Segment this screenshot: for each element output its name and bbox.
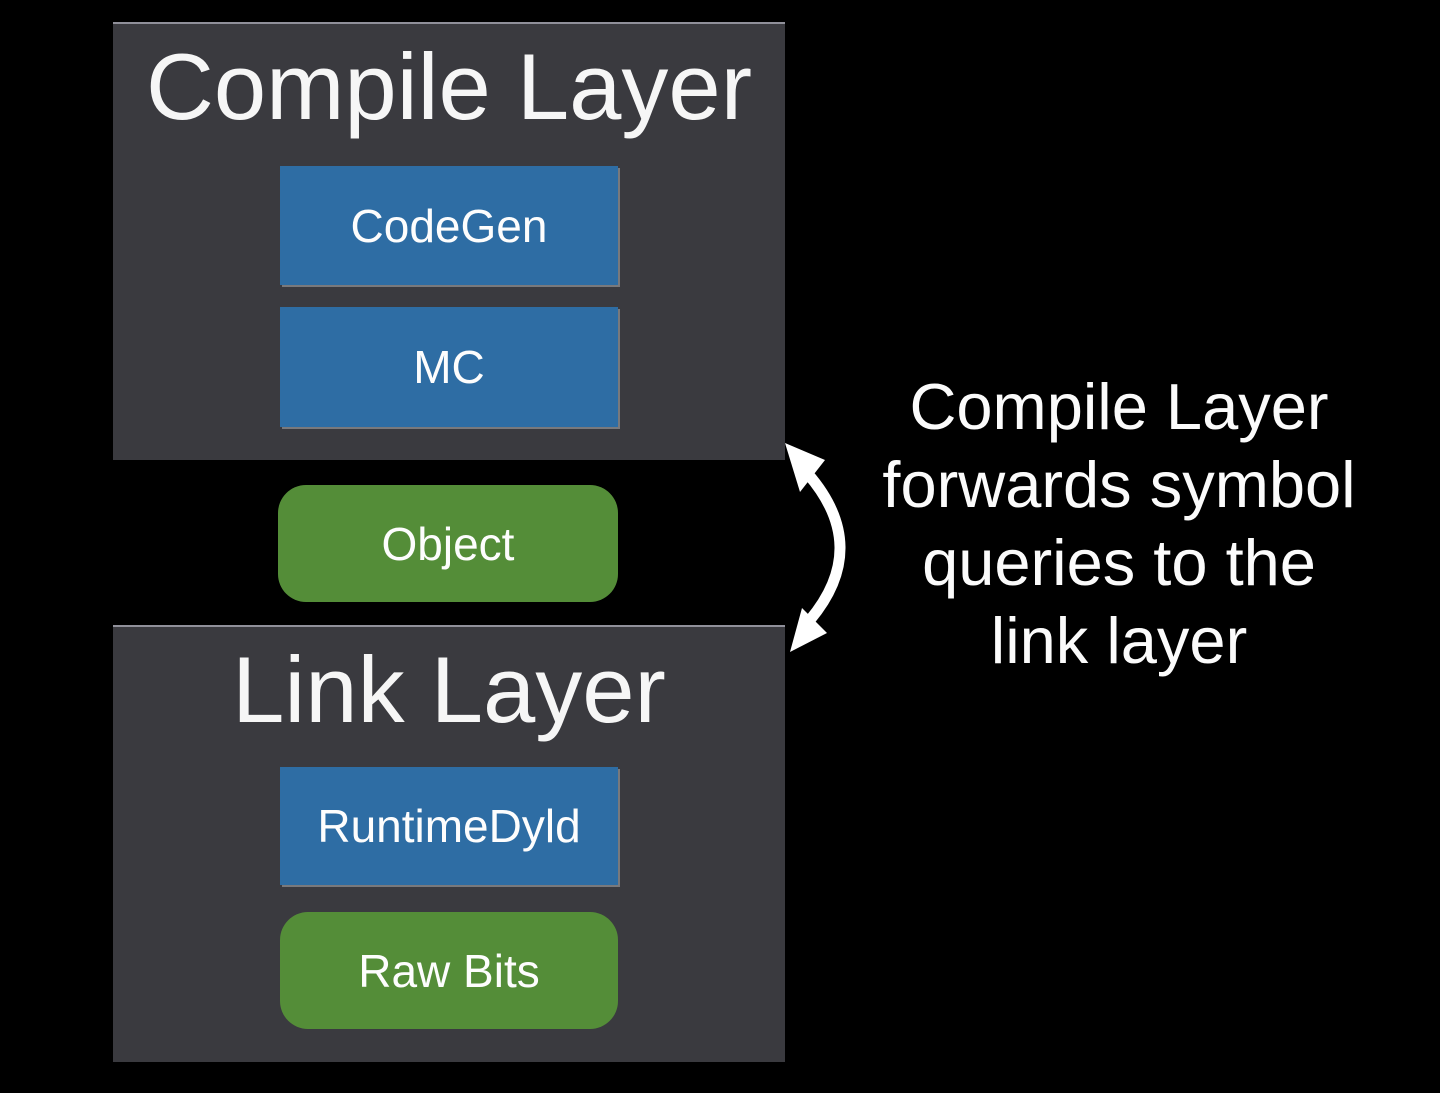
compile-layer-title: Compile Layer bbox=[145, 34, 753, 139]
annotation-line: queries to the bbox=[922, 526, 1316, 599]
annotation-text: Compile Layer forwards symbol queries to… bbox=[839, 368, 1399, 680]
runtimedyld-box: RuntimeDyld bbox=[280, 767, 618, 885]
link-layer-title: Link Layer bbox=[232, 637, 666, 742]
mc-box: MC bbox=[280, 307, 618, 427]
compile-layer-panel: Compile Layer CodeGen MC bbox=[113, 22, 785, 460]
object-box: Object bbox=[278, 485, 618, 602]
annotation-line: forwards symbol bbox=[882, 448, 1356, 521]
annotation-line: link layer bbox=[990, 604, 1248, 677]
bidirectional-curved-arrow-icon bbox=[785, 443, 846, 652]
codegen-box: CodeGen bbox=[280, 166, 618, 285]
annotation-line: Compile Layer bbox=[909, 370, 1329, 443]
link-layer-panel: Link Layer RuntimeDyld Raw Bits bbox=[113, 625, 785, 1062]
raw-bits-box: Raw Bits bbox=[280, 912, 618, 1029]
